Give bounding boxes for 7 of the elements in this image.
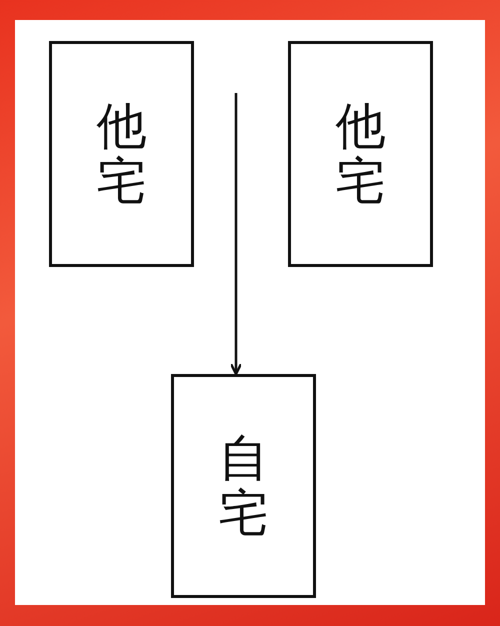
box-label: 他宅: [96, 99, 146, 209]
box-label: 自宅: [218, 431, 268, 541]
arrow: [230, 93, 242, 376]
house-box: [171, 374, 316, 598]
house-box: [288, 41, 433, 267]
box-label: 他宅: [336, 99, 386, 209]
house-box: [49, 41, 194, 267]
